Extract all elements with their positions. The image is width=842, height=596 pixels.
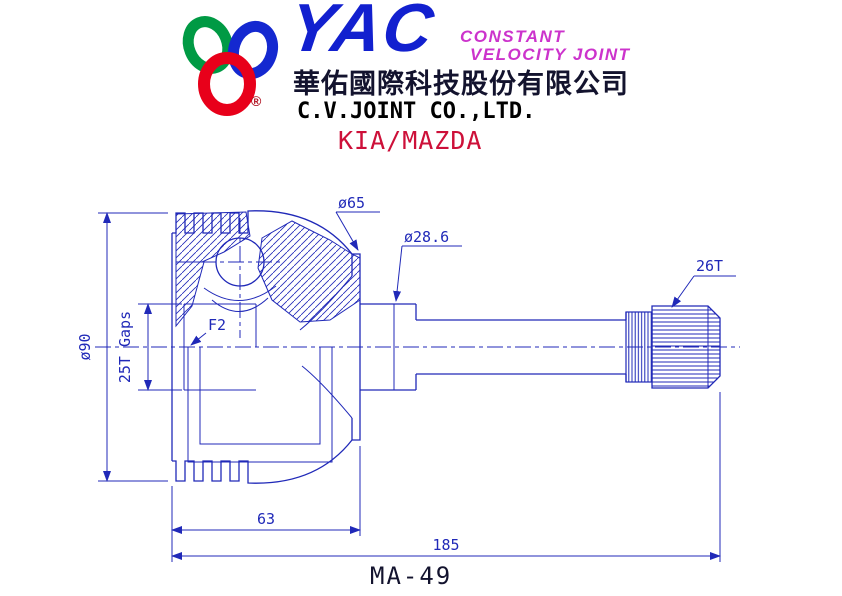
- ball-and-cage-section: [183, 237, 277, 391]
- tagline-line1: CONSTANT: [460, 27, 566, 46]
- tagline-line2: VELOCITY JOINT: [470, 45, 631, 64]
- dim-label-length-63: 63: [257, 510, 275, 528]
- part-number-label: MA-49: [370, 562, 453, 590]
- dim-label-length-185: 185: [432, 536, 459, 554]
- inner-cylinder-lines: [187, 347, 333, 463]
- dim-label-diameter-28-6: ø28.6: [404, 228, 449, 246]
- registered-trademark-icon: ®: [251, 93, 262, 109]
- dim-label-inner-spline-25t: 25T Gaps: [116, 311, 134, 383]
- shaft-section: [360, 303, 721, 391]
- outboard-spline-26t: [651, 305, 721, 389]
- dim-label-f2: F2: [208, 316, 226, 334]
- dim-label-spline-26t: 26T: [696, 257, 723, 275]
- company-name-english: C.V.JOINT CO.,LTD.: [297, 99, 536, 124]
- dimension-lines: [98, 211, 736, 562]
- brand-logotype: YAC: [284, 0, 440, 66]
- dim-label-diameter-65: ø65: [338, 194, 365, 212]
- company-name-chinese: 華佑國際科技股份有限公司: [293, 69, 629, 100]
- vehicle-application-label: KIA/MAZDA: [338, 126, 483, 155]
- dim-label-diameter-90: ø90: [76, 333, 94, 360]
- logo-rings-icon: [182, 16, 279, 116]
- outer-race-section: [171, 210, 361, 484]
